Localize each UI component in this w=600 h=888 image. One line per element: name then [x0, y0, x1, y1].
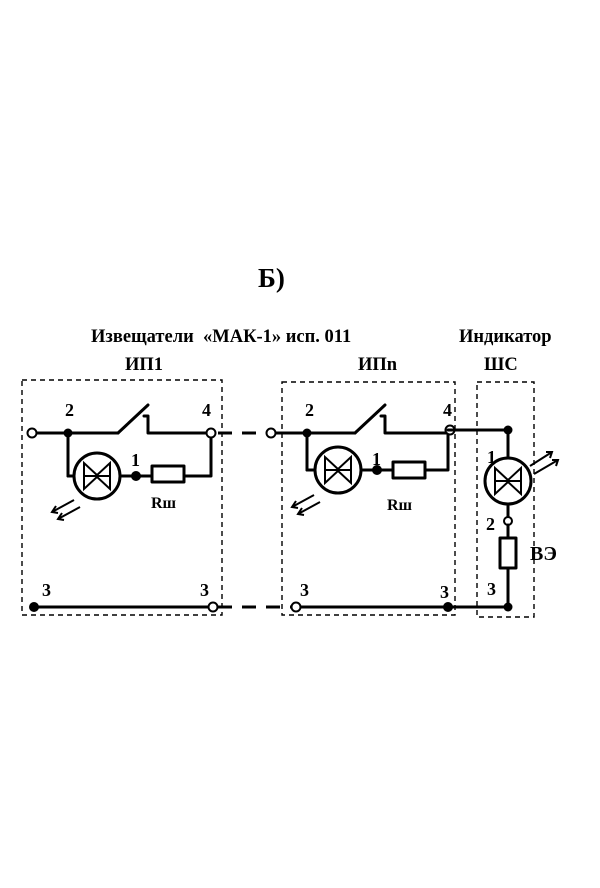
terminal-ip1-in — [26, 427, 38, 439]
led-ip1 — [72, 451, 122, 501]
ipn-resistor-label: Rш — [387, 497, 413, 514]
indicator-node-top — [503, 425, 513, 435]
node-ipn-2 — [302, 428, 312, 438]
unit-ipn-label: ИПn — [358, 355, 398, 375]
element-ve-label: ВЭ — [530, 543, 557, 565]
terminal-ipn-in — [265, 427, 277, 439]
diagram-title: Б) — [258, 263, 285, 293]
indicator-node-bottom — [503, 602, 513, 612]
ipn-terminal-3-left: 3 — [300, 580, 309, 600]
indicator-terminal-1-label: 1 — [487, 447, 496, 467]
ipn-terminal-3-right: 3 — [440, 582, 449, 602]
unit-ip1-circuit — [26, 403, 219, 613]
led-indicator — [483, 456, 533, 506]
indicator-terminal-3-label: 3 — [487, 579, 496, 599]
unit-ipn-circuit — [265, 403, 456, 613]
indicator-circuit — [446, 425, 560, 612]
ip1-terminal-2: 2 — [65, 400, 74, 420]
detectors-label: Извещатели «МАК-1» исп. 011 — [91, 327, 351, 347]
light-arrows-indicator-icon — [529, 451, 560, 475]
indicator-loop-label: ШС — [484, 355, 518, 375]
terminal-ipn-3-left — [290, 601, 302, 613]
resistor-ipn — [391, 460, 427, 480]
ip1-terminal-4: 4 — [202, 400, 211, 420]
terminal-ip1-3-left — [29, 602, 39, 612]
ipn-terminal-2: 2 — [305, 400, 314, 420]
ip1-terminal-1: 1 — [131, 450, 140, 470]
ip1-terminal-3-left: 3 — [42, 580, 51, 600]
terminal-ip1-4 — [205, 427, 217, 439]
unit-ipn-box — [281, 381, 456, 616]
resistor-element-ve — [498, 536, 518, 570]
terminal-ip1-3-right — [207, 601, 219, 613]
node-ip1-1 — [131, 471, 141, 481]
ip1-resistor-label: Rш — [151, 495, 177, 512]
unit-ip1-label: ИП1 — [125, 355, 163, 375]
light-arrows-ip1-icon — [50, 499, 81, 521]
indicator-terminal-2-label: 2 — [486, 514, 495, 534]
indicator-box — [476, 381, 535, 618]
light-arrows-ipn-icon — [290, 494, 321, 516]
ipn-terminal-4: 4 — [443, 400, 452, 420]
node-ip1-2 — [63, 428, 73, 438]
ipn-terminal-1: 1 — [372, 449, 381, 469]
indicator-label: Индикатор — [459, 327, 552, 347]
resistor-ip1 — [150, 464, 186, 484]
led-ipn — [313, 445, 363, 495]
node-ipn-1 — [372, 465, 382, 475]
unit-ip1-box — [21, 379, 223, 616]
ip1-terminal-3-right: 3 — [200, 580, 209, 600]
